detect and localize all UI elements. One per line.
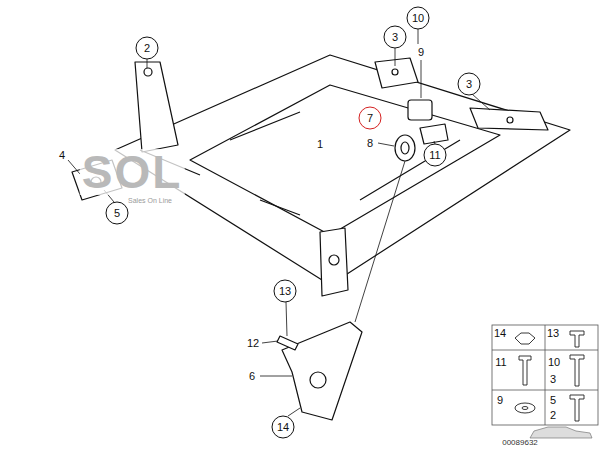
table-number: 11 <box>495 357 506 368</box>
drawing-code: 00089632 <box>502 439 538 447</box>
callout-number: 1 <box>317 139 323 150</box>
callout-circle <box>136 37 158 59</box>
leader-line <box>262 341 278 343</box>
callout-circle <box>458 73 480 95</box>
callout-number: 8 <box>367 138 373 149</box>
mount-plate <box>470 108 548 130</box>
bolt-icon <box>519 356 531 385</box>
leader-line <box>421 60 422 98</box>
table-number: 14 <box>494 328 506 339</box>
callout-number: 4 <box>59 150 65 161</box>
callout-number: 5 <box>114 208 120 219</box>
leader-line <box>472 94 490 110</box>
control-arm <box>282 322 362 420</box>
table-number: 9 <box>497 395 503 406</box>
callout-number: 7 <box>367 113 373 124</box>
table-grid <box>492 325 598 425</box>
callout-number: 3 <box>392 32 398 43</box>
leader-line <box>68 160 80 174</box>
callout-circle <box>272 416 294 438</box>
table-number: 10 <box>548 357 560 368</box>
bolt-icon <box>570 355 584 386</box>
callout-number: 14 <box>277 422 289 433</box>
bushing <box>395 135 415 161</box>
callout-circle <box>106 202 128 224</box>
bushing-bracket <box>420 124 448 144</box>
table-number: 5 <box>550 395 556 406</box>
bolt <box>277 336 298 350</box>
bolt-hole <box>392 69 398 75</box>
watermark: SOL <box>80 149 185 195</box>
leader-line <box>288 408 300 416</box>
leader-line <box>147 59 148 68</box>
washer-hole <box>522 407 528 410</box>
subframe-arm <box>135 62 178 152</box>
leader-line <box>418 29 419 44</box>
bolt-hole <box>329 255 339 265</box>
callout-circle <box>407 7 429 29</box>
callout-number: 10 <box>412 13 424 24</box>
bushing-core <box>401 142 409 154</box>
callout-circle <box>274 280 296 302</box>
car-silhouette <box>530 427 592 438</box>
callout-number: 11 <box>429 150 440 161</box>
leader-line <box>355 161 405 322</box>
rubber-mount <box>408 100 432 120</box>
nut-icon <box>515 333 535 344</box>
callout-number: 9 <box>418 47 424 58</box>
mount-plate <box>375 58 418 88</box>
bolt-hole <box>507 117 513 123</box>
subframe-leg <box>320 228 348 296</box>
callout-number: 12 <box>247 338 259 349</box>
callout-number: 3 <box>466 79 472 90</box>
watermark-subtitle: Sales On Line <box>127 197 173 204</box>
bolt-hole <box>144 68 152 76</box>
callout-number: 6 <box>249 371 255 382</box>
bolt-icon <box>570 331 584 347</box>
washer-icon <box>515 403 535 413</box>
leader-line <box>286 302 287 336</box>
bolt-icon <box>570 395 584 421</box>
callout-circle <box>384 26 406 48</box>
table-number: 13 <box>547 328 559 339</box>
callout-number: 2 <box>144 43 150 54</box>
leader-line <box>260 376 292 377</box>
parts-table <box>492 325 598 425</box>
leader-line <box>395 48 396 66</box>
arm-eye <box>310 372 326 388</box>
leader-line <box>378 143 394 146</box>
table-number: 3 <box>550 374 556 385</box>
subframe-crossmember <box>230 112 460 200</box>
callout-circle <box>424 144 446 166</box>
callout-circle <box>359 107 381 129</box>
table-number: 2 <box>550 410 556 421</box>
callout-number: 13 <box>279 286 291 297</box>
